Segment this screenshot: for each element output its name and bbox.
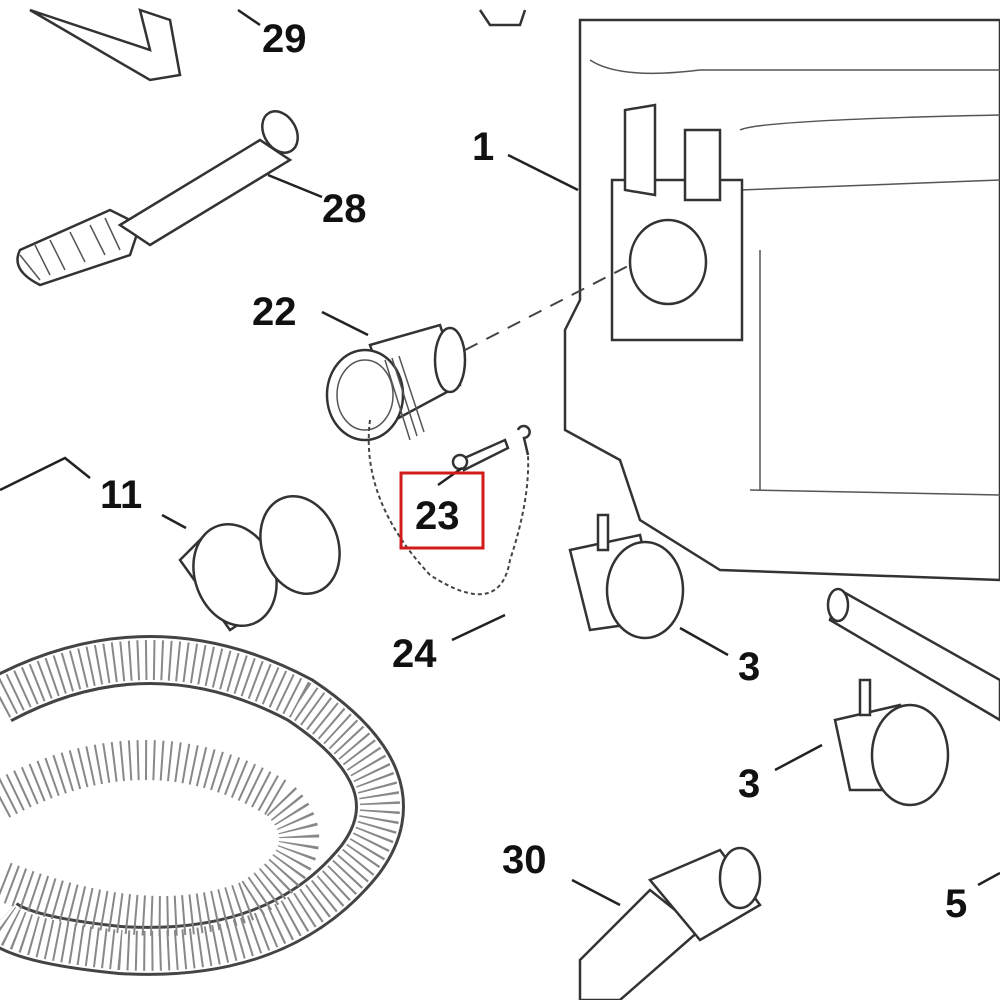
label-part-22: 22 bbox=[252, 290, 297, 334]
label-part-11: 11 bbox=[100, 473, 142, 517]
leader-lines bbox=[0, 8, 1000, 907]
label-part-30: 30 bbox=[502, 838, 547, 882]
label-part-3-upper: 3 bbox=[738, 645, 760, 689]
assembly-line-coupling bbox=[464, 264, 631, 351]
part-29-crevice-tool bbox=[29, 8, 527, 82]
label-part-24: 24 bbox=[392, 632, 437, 676]
part-28-brush bbox=[16, 110, 299, 287]
part-3-caster-b bbox=[833, 678, 950, 807]
label-part-1: 1 bbox=[472, 125, 494, 169]
part-1-vacuum-body bbox=[563, 18, 1000, 582]
part-23-screw bbox=[451, 424, 531, 472]
part-5-tube bbox=[826, 587, 1000, 722]
part-11-hose bbox=[0, 495, 405, 976]
part-22-coupling bbox=[325, 323, 467, 442]
label-part-5: 5 bbox=[945, 882, 967, 926]
part-30-adapter bbox=[578, 846, 762, 1000]
label-part-28: 28 bbox=[322, 187, 367, 231]
highlight-box-part-23 bbox=[399, 471, 485, 550]
part-3-caster-a bbox=[568, 513, 685, 640]
label-part-29: 29 bbox=[262, 17, 307, 61]
part-24-chain bbox=[367, 419, 530, 596]
label-part-3-lower: 3 bbox=[738, 762, 760, 806]
label-part-23: 23 bbox=[415, 494, 460, 538]
